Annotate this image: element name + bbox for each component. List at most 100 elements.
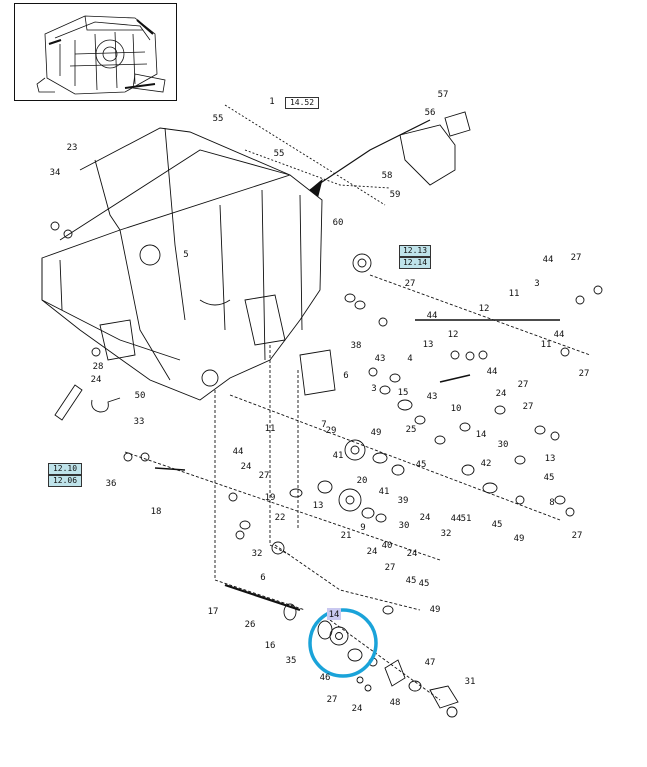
ref-box-right-top: 12.13: [399, 245, 431, 257]
plate-50: [54, 384, 83, 421]
part-label: 25: [406, 425, 417, 435]
part-label: 27: [571, 253, 582, 263]
part-label: 17: [208, 607, 219, 617]
part-label: 29: [326, 426, 337, 436]
bracket-right: [244, 294, 286, 346]
part-label: 8: [549, 498, 554, 508]
washer-right-3: [379, 385, 391, 395]
part-label: 39: [398, 496, 409, 506]
sprocket-20: [338, 488, 362, 512]
washer-47: [408, 680, 422, 692]
washer-33: [140, 452, 150, 462]
washer-39: [372, 452, 388, 464]
part-label: 20: [357, 476, 368, 486]
sprocket-upper: [352, 253, 372, 273]
shaft-leader: [214, 390, 306, 611]
washer-right-10: [554, 495, 566, 505]
part-label: 51: [461, 514, 472, 524]
part-label: 47: [425, 658, 436, 668]
part-label: 16: [265, 641, 276, 651]
washer-right-16: [565, 507, 575, 517]
part-label: 14: [476, 430, 487, 440]
bracket-56: [399, 124, 456, 186]
bracket-57: [444, 111, 471, 137]
washer-28: [91, 347, 101, 357]
part-label: 45: [406, 576, 417, 586]
washer-45: [482, 482, 498, 494]
bracket-cam: [299, 349, 336, 396]
washer-43: [389, 373, 401, 383]
washer-40: [375, 513, 387, 523]
part-label: 35: [286, 656, 297, 666]
part-label: 27: [523, 402, 534, 412]
part-label: 45: [544, 473, 555, 483]
part-label: 11: [509, 289, 520, 299]
part-label: 24: [407, 549, 418, 559]
frame-side-plate: [119, 229, 171, 381]
washer-right-5: [434, 435, 446, 445]
part-label: 11: [265, 424, 276, 434]
part-label: 10: [451, 404, 462, 414]
part-label: 6: [343, 371, 348, 381]
overview-thumbnail: [14, 3, 177, 101]
frame-hole: [139, 244, 161, 266]
part-label: 55: [213, 114, 224, 124]
part-label: 6: [260, 573, 265, 583]
part-label: 12: [448, 330, 459, 340]
part-label: 24: [352, 704, 363, 714]
part-label: 60: [333, 218, 344, 228]
part-label: 9: [360, 523, 365, 533]
part-label: 41: [333, 451, 344, 461]
link-31: [429, 685, 459, 709]
part-label: 49: [371, 428, 382, 438]
part-label: 32: [252, 549, 263, 559]
part-label: 44: [543, 255, 554, 265]
machine-overview-drawing: [36, 15, 166, 95]
part-label: 3: [371, 384, 376, 394]
washer-42: [461, 464, 475, 476]
frame-base: [41, 258, 181, 361]
ref-box-top: 14.52: [285, 97, 319, 109]
part-label: 24: [367, 547, 378, 557]
washer-right-12: [560, 347, 570, 357]
part-label: 21: [341, 531, 352, 541]
sprocket-upper-hub: [357, 258, 367, 268]
washer-right-6: [459, 422, 471, 432]
sprocket-7: [344, 439, 366, 461]
part-label: 50: [135, 391, 146, 401]
frame-center-post: [164, 127, 186, 321]
part-label: 27: [327, 695, 338, 705]
part-label: 3: [534, 279, 539, 289]
part-label: 46: [320, 673, 331, 683]
washer-right-9: [534, 425, 546, 435]
part-label: 44: [487, 367, 498, 377]
part-label: 24: [496, 389, 507, 399]
part-label: 24: [420, 513, 431, 523]
bracket-4: [397, 399, 413, 411]
washer-23: [63, 229, 73, 239]
washer-right-1: [344, 293, 356, 303]
part-label: 18: [151, 507, 162, 517]
part-label: 12: [479, 304, 490, 314]
horizontal-leader: [229, 394, 561, 521]
part-label: 45: [492, 520, 503, 530]
washer-right-7: [494, 405, 506, 415]
part-label: 44: [451, 514, 462, 524]
washer-41: [391, 464, 405, 476]
part-label: 26: [245, 620, 256, 630]
part-label: 27: [579, 369, 590, 379]
frame-hub: [201, 369, 219, 387]
part-label: 43: [427, 392, 438, 402]
shaft-17: [224, 583, 301, 612]
bearing-16: [283, 603, 297, 621]
part-label: 44: [554, 330, 565, 340]
part-label: 49: [514, 534, 525, 544]
ref-box-left-bottom: 12.06: [48, 475, 82, 487]
part-label: 44: [233, 447, 244, 457]
washer-right-17: [450, 350, 460, 360]
lower-leader-2: [274, 544, 421, 611]
part-label: 33: [134, 417, 145, 427]
washer-32b: [239, 520, 251, 530]
highlight-label-bg: [327, 608, 341, 620]
